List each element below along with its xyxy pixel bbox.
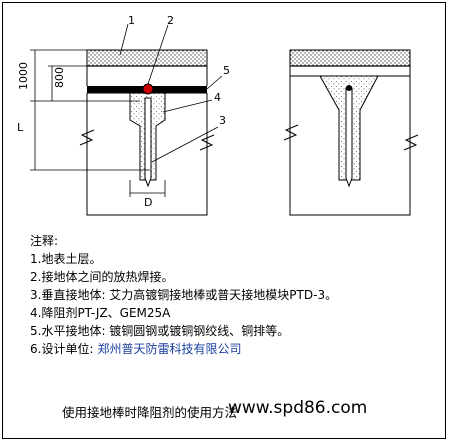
note-item: 1.地表土层。 [30,252,102,266]
dim-d-label: D [144,196,152,209]
notes-block: 注释: 1.地表土层。 2.接地体之间的放热焊接。 3.垂直接地体: 艾力高镀铜… [30,232,337,358]
callout-5: 5 [223,64,230,77]
dim-1000-label: 1000 [17,62,30,90]
callout-4: 4 [214,91,221,104]
surface-soil-layer [86,49,208,67]
designer-name: 郑州普天防雷科技有限公司 [97,342,242,356]
callout-2: 2 [167,14,174,27]
callout-3: 3 [219,114,226,127]
surface-soil-layer-right [289,49,411,67]
figure-frame [2,2,446,439]
vertical-rod [144,97,152,188]
note-item: 4.降阻剂PT-JZ、GEM25A [30,306,171,320]
website-watermark: www.spd86.com [228,398,368,418]
vertical-rod-right [345,87,353,188]
figure-caption: 使用接地棒时降阻剂的使用方法 [62,405,238,420]
note-item: 2.接地体之间的放热焊接。 [30,270,174,284]
dim-l-label: L [17,121,24,134]
callout-1: 1 [128,14,135,27]
note-item-designer: 6.设计单位:郑州普天防雷科技有限公司 [30,340,337,358]
right-section-view [283,49,419,216]
designer-label: 6.设计单位: [30,342,94,356]
left-section-view: 1000 800 L D 1 2 5 4 3 [17,14,230,216]
dim-800-label: 800 [53,67,66,88]
notes-title: 注释: [30,234,59,248]
note-item: 5.水平接地体: 镀铜圆钢或镀铜钢绞线、铜排等。 [30,324,290,338]
note-item: 3.垂直接地体: 艾力高镀铜接地棒或普天接地模块PTD-3。 [30,288,338,302]
trench-outline [86,66,208,86]
weld-point [142,83,154,95]
